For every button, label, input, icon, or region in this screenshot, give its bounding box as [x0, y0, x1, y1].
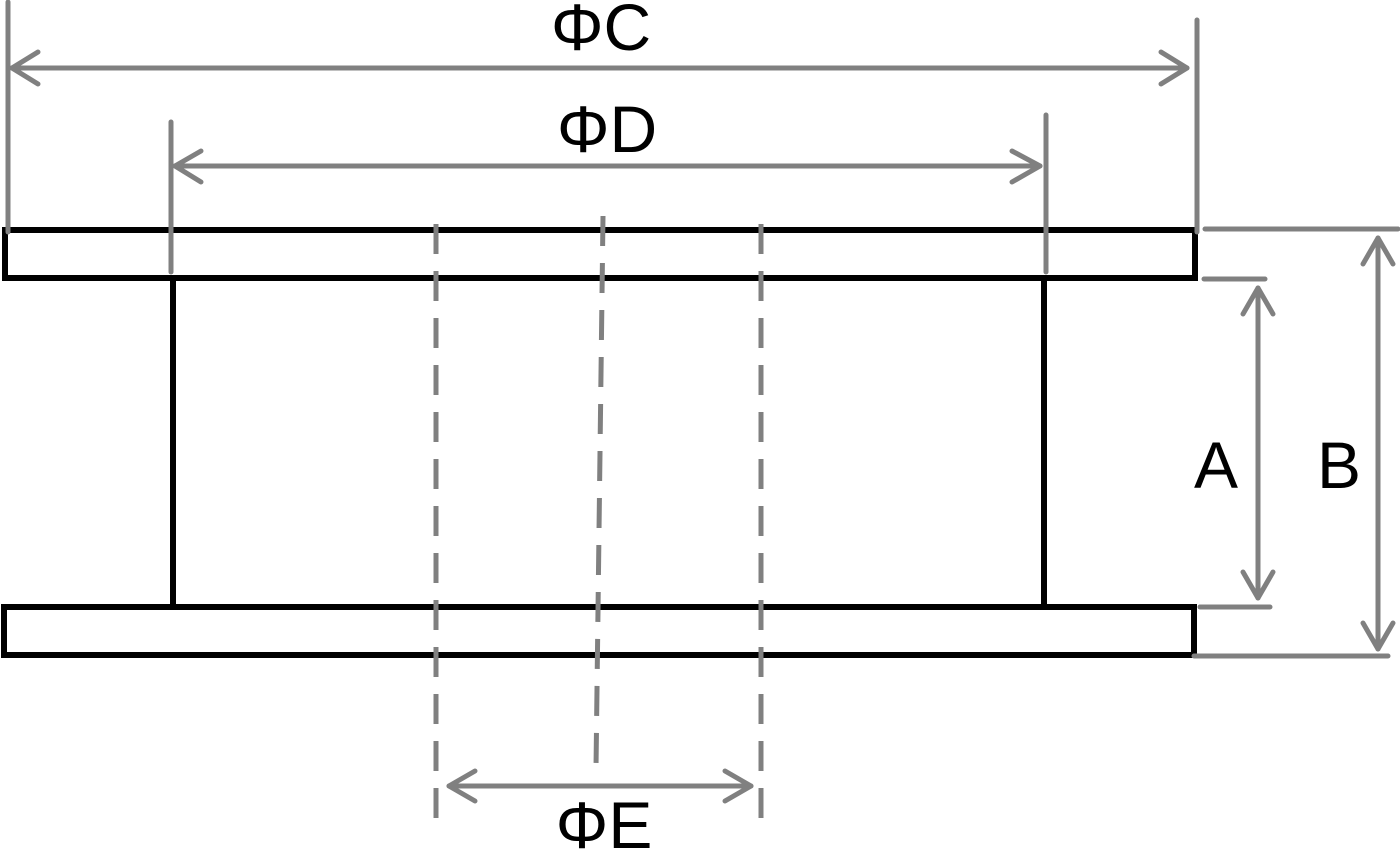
- phi-d-arrow-left: [172, 148, 204, 185]
- b-arrow-bottom: [1360, 620, 1396, 652]
- a-arrow-bottom: [1240, 569, 1276, 601]
- phi-d-arrow-right: [1009, 148, 1043, 185]
- phi-e-arrow-left: [446, 768, 478, 804]
- bore-center-line: [593, 215, 606, 769]
- part-outline: [1, 227, 1198, 658]
- a-arrow-top: [1240, 285, 1276, 317]
- b-arrow-top: [1360, 235, 1396, 267]
- dimension-labels: ΦC ΦD ΦE A B: [551, 0, 1361, 850]
- bore-hidden-lines: [433, 215, 764, 818]
- phi-c-label: ΦC: [551, 0, 651, 64]
- phi-c-arrow-right: [1158, 49, 1190, 87]
- dimension-lines: [5, 0, 1400, 804]
- phi-d-label: ΦD: [557, 92, 657, 166]
- phi-c-arrow-left: [9, 49, 41, 87]
- b-label: B: [1317, 428, 1361, 502]
- phi-e-arrow-right: [722, 768, 754, 804]
- a-label: A: [1194, 428, 1238, 502]
- phi-e-label: ΦE: [556, 788, 653, 850]
